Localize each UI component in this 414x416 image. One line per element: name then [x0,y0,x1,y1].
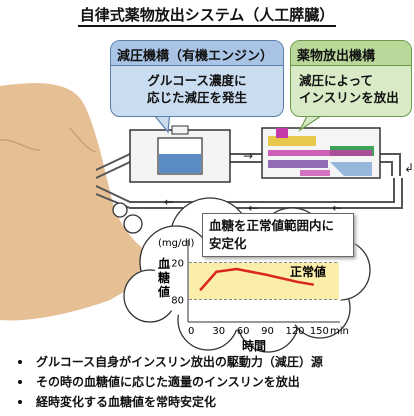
torso-silhouette [0,83,168,321]
callout-release-line1: 減圧によって [299,73,374,88]
y-axis-title-char: 値 [157,284,170,299]
callout-decompression-line2: 応じた減圧を発生 [146,90,247,105]
svg-text:←: ← [248,201,258,215]
y-tick-label: 80 [171,296,184,307]
summary-list: グルコース自身がインスリン放出の駆動力（減圧）源 その時の血糖値に応じた適量のイ… [14,352,414,412]
svg-text:←: ← [332,201,342,215]
svg-text:→: → [243,149,253,163]
y-axis-title-char: 糖 [158,270,170,285]
flow-arrows: → ← ← ← ↲ [164,149,414,215]
x-tick-label: 150 [310,326,329,337]
summary-item: 経時変化する血糖値を常時安定化 [14,392,414,412]
x-tick-label: 90 [261,326,274,337]
normal-range-band [189,262,339,300]
x-tick-label: 60 [237,326,250,337]
release-mechanism [261,127,381,179]
svg-text:←: ← [164,195,174,209]
y-unit-label: (mg/dl) [158,238,194,249]
glucose-series-line [199,267,315,292]
callout-decompression-heading: 減圧機構（有機エンジン） [111,41,283,66]
y-tick-label: 120 [165,259,184,270]
decompression-engine [129,125,231,183]
callout-decompression: 減圧機構（有機エンジン） グルコース濃度に 応じた減圧を発生 [110,40,284,117]
x-tick-label: 30 [212,326,225,337]
y-axis-title-char: 血 [158,256,170,271]
callout-release: 薬物放出機構 減圧によって インスリンを放出 [290,40,412,117]
callout-release-line2: インスリンを放出 [299,90,399,105]
summary-item: その時の血糖値に応じた適量のインスリンを放出 [14,372,414,392]
x-tick-label: 0 [188,326,194,337]
y-axis-title: 血糖値 [157,256,170,299]
stabilize-note-line2: 安定化 [209,236,247,251]
stabilize-note-line1: 血糖を正常値範囲内に [209,218,335,233]
callout-release-heading: 薬物放出機構 [291,41,411,66]
diagram-title: 自律式薬物放出システム（人工膵臓） [0,4,414,27]
summary-item: グルコース自身がインスリン放出の駆動力（減圧）源 [14,352,414,372]
callout-decompression-line1: グルコース濃度に [147,73,247,88]
x-axis-title: 時間 [242,338,266,353]
stabilize-note: 血糖を正常値範囲内に 安定化 [202,213,354,257]
svg-text:↲: ↲ [404,161,414,175]
x-tick-label: 120 [285,326,304,337]
x-tick-label: min [330,326,349,337]
band-label: 正常値 [290,264,326,279]
